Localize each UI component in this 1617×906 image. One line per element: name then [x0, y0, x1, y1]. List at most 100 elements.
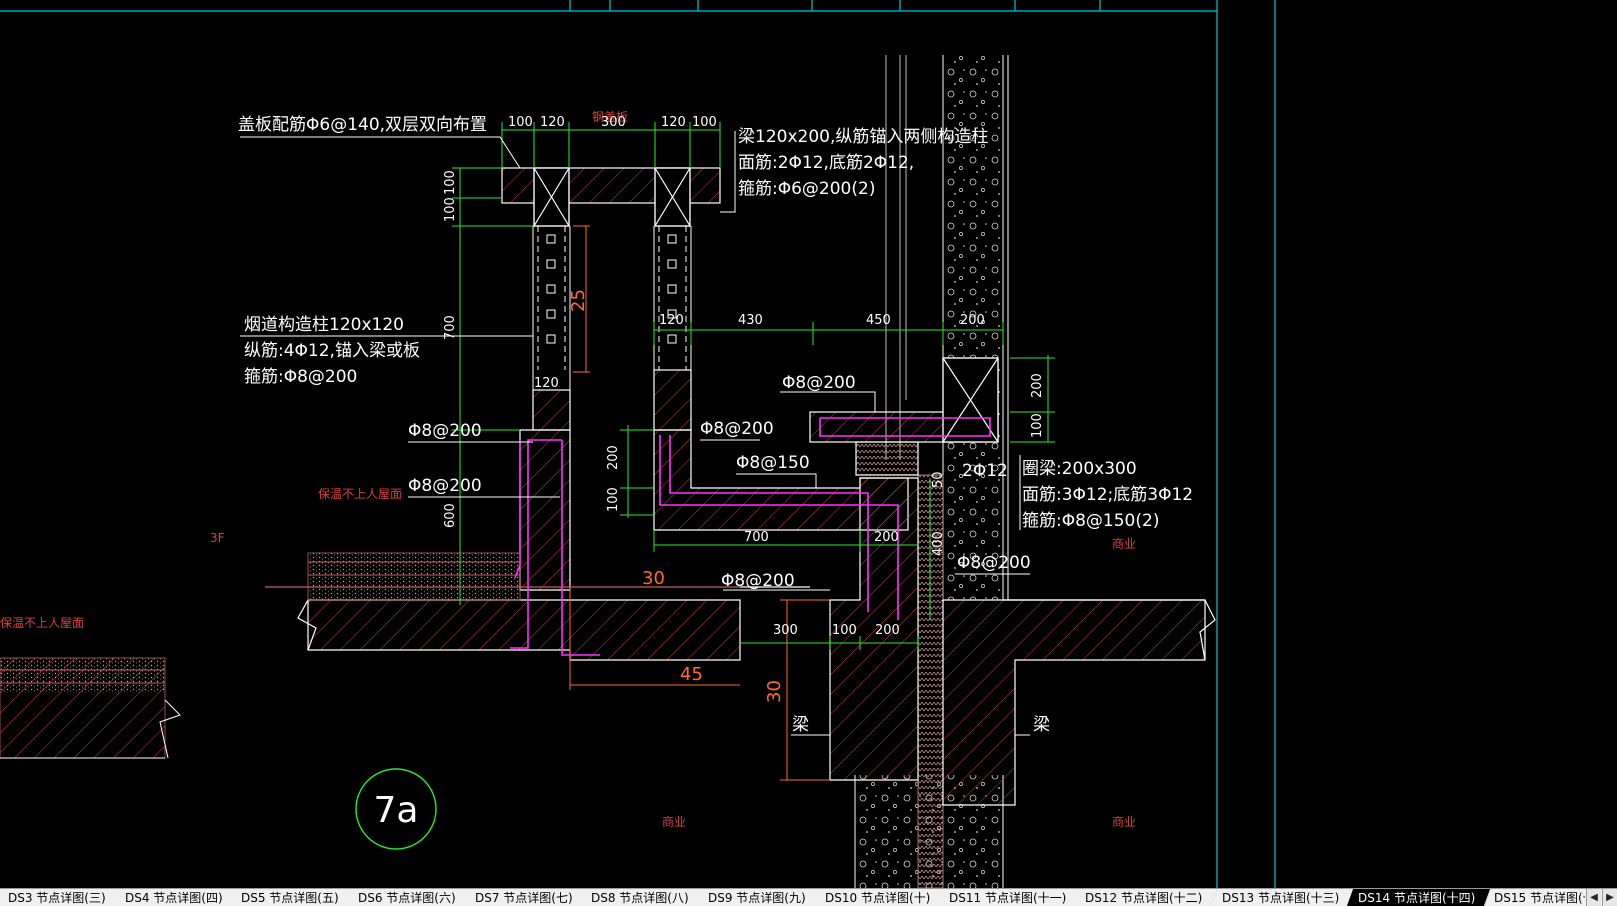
layout-tab-label: DS14 节点详图(十四)	[1357, 891, 1476, 905]
beam-label-left: 梁	[792, 715, 809, 735]
dim-200-c: 200	[875, 623, 900, 638]
layout-tab-label: DS9 节点详图(九)	[708, 891, 806, 905]
dim-100-b: 100	[692, 115, 717, 130]
layout-tabs: DS3 节点详图(三) DS4 节点详图(四) DS5 节点详图(五) DS6 节点详…	[2, 889, 1585, 906]
layout-tab-label: DS4 节点详图(四)	[124, 891, 223, 905]
dim-v600: 600	[443, 503, 458, 528]
ring-beam-note-line3: 箍筋:Φ8@150(2)	[1022, 511, 1159, 531]
tab-prev-button[interactable]: ◀	[1586, 889, 1601, 906]
rebar-label-2phi12: 2Φ12	[962, 461, 1008, 481]
dim-200-a: 200	[960, 313, 985, 328]
detail-number: 7a	[374, 790, 419, 831]
dim-120-a: 120	[540, 115, 565, 130]
flue-column-note-line3: 箍筋:Φ8@200	[244, 367, 357, 387]
dim-v100-d: 100	[606, 487, 621, 512]
dim-v30: 30	[764, 680, 785, 703]
beam-label-right: 梁	[1033, 715, 1050, 735]
dim-v100-c: 100	[1030, 413, 1045, 438]
rebar-label-d: Φ8@200	[782, 373, 856, 393]
layout-tab[interactable]: DS5 节点详图(五)	[230, 889, 356, 906]
dim-v200-a: 200	[1030, 373, 1045, 398]
triangle-right-icon: ▶	[1606, 892, 1614, 903]
layout-tab-label: DS3 节点详图(三)	[7, 891, 106, 905]
triangle-left-icon: ◀	[1590, 892, 1598, 903]
dim-100-c: 100	[832, 623, 857, 638]
annotation-texts: 盖板配筋Φ6@140,双层双向布置 梁120x200,纵筋锚入两侧构造柱 面筋:…	[238, 115, 1193, 735]
dim-v100-b: 100	[443, 197, 458, 222]
dim-v200-b: 200	[606, 445, 621, 470]
commercial-label-1: 商业	[1112, 536, 1136, 551]
layout-tab-label: DS8 节点详图(八)	[591, 891, 690, 905]
layout-tab[interactable]: DS15 节点详图(十五)	[1483, 889, 1585, 906]
flue-wall-left	[519, 389, 571, 591]
layout-tab-label: DS11 节点详图(十一)	[949, 891, 1067, 905]
flue-column-note-line2: 纵筋:4Φ12,锚入梁或板	[244, 341, 420, 361]
rebar-label-b: Φ8@200	[408, 476, 482, 496]
rebar-lines	[510, 417, 991, 656]
column-marks	[546, 234, 677, 344]
detail-circle	[355, 768, 437, 850]
rebar-label-e: Φ8@200	[721, 571, 795, 591]
layout-tab[interactable]: DS6 节点详图(六)	[346, 889, 472, 906]
commercial-label-2: 商业	[662, 814, 686, 829]
ring-beam-note-line1: 圈梁:200x300	[1022, 459, 1137, 479]
leader-lines	[240, 131, 1030, 736]
roof-label-left: 保温不上人屋面	[0, 616, 84, 630]
layout-tab-label: DS13 节点详图(十三)	[1221, 891, 1339, 905]
dim-v25: 25	[568, 289, 589, 312]
layout-tab[interactable]: DS8 节点详图(八)	[580, 889, 706, 906]
cover-plate-label: 钢盖板	[592, 110, 628, 124]
layout-tab[interactable]: DS12 节点详图(十二)	[1074, 889, 1219, 906]
layout-tab[interactable]: DS4 节点详图(四)	[113, 889, 239, 906]
layout-tab[interactable]: DS14 节点详图(十四)	[1346, 889, 1492, 906]
rebar-label-f: Φ8@200	[957, 553, 1031, 573]
tab-next-button[interactable]: ▶	[1602, 889, 1617, 906]
dim-300: 300	[601, 115, 626, 130]
dimension-texts: 100 120 300 120 100 120 120 430 450 200 …	[443, 115, 1045, 638]
layout-tab-label: DS15 节点详图(十五)	[1494, 891, 1585, 905]
dim-200-b: 200	[874, 530, 899, 545]
dim-120-b: 120	[661, 115, 686, 130]
dim-120-c: 120	[534, 376, 559, 391]
dim-100-a: 100	[508, 115, 533, 130]
layout-tab-bar: DS3 节点详图(三) DS4 节点详图(四) DS5 节点详图(五) DS6 节点详…	[0, 888, 1617, 906]
dim-700: 700	[744, 530, 769, 545]
layout-tab[interactable]: DS3 节点详图(三)	[2, 889, 122, 906]
room-labels: 保温不上人屋面 保温不上人屋面 3F 商业 商业 商业 钢盖板	[0, 110, 1136, 829]
layout-tab[interactable]: DS13 节点详图(十三)	[1210, 889, 1356, 906]
dim-v50: 50	[931, 471, 946, 488]
dim-430: 430	[738, 313, 763, 328]
rebar-label-150: Φ8@150	[736, 453, 810, 473]
layout-tab[interactable]: DS11 节点详图(十一)	[937, 889, 1083, 906]
flue-column-note-line1: 烟道构造柱120x120	[244, 315, 404, 335]
layout-tab[interactable]: DS7 节点详图(七)	[463, 889, 589, 906]
layout-tab-label: DS5 节点详图(五)	[241, 891, 340, 905]
dimension-texts-orange: 25 30 45 30	[568, 289, 785, 703]
dimension-lines	[452, 122, 1055, 650]
layout-tab-label: DS10 节点详图(十)	[824, 891, 931, 905]
dim-120-d: 120	[659, 313, 684, 328]
cover-rebar-note: 盖板配筋Φ6@140,双层双向布置	[238, 115, 487, 135]
dim-v700: 700	[443, 315, 458, 340]
beam-note-line3: 箍筋:Φ6@200(2)	[738, 179, 875, 199]
drawing-frame	[0, 0, 1276, 888]
ring-beam-note-line2: 面筋:3Φ12;底筋3Φ12	[1022, 485, 1193, 505]
floor-slab	[265, 586, 1216, 806]
dim-300-b: 300	[773, 623, 798, 638]
rebar-label-a: Φ8@200	[408, 421, 482, 441]
dim-45: 45	[680, 664, 703, 685]
commercial-label-3: 商业	[1112, 814, 1136, 829]
layout-tab[interactable]: DS9 节点详图(九)	[696, 889, 822, 906]
dim-v100-a: 100	[443, 170, 458, 195]
rebar-label-c: Φ8@200	[700, 419, 774, 439]
roof-buildup	[0, 552, 521, 759]
beam-note-line1: 梁120x200,纵筋锚入两侧构造柱	[738, 127, 988, 147]
layout-tab-label: DS12 节点详图(十二)	[1085, 891, 1203, 905]
layout-tab-label: DS6 节点详图(六)	[358, 891, 456, 905]
roof-label-main: 保温不上人屋面	[318, 487, 402, 501]
layout-tab[interactable]: DS10 节点详图(十)	[813, 889, 947, 906]
dim-30: 30	[642, 568, 665, 589]
flue-cover-slab	[501, 167, 721, 227]
